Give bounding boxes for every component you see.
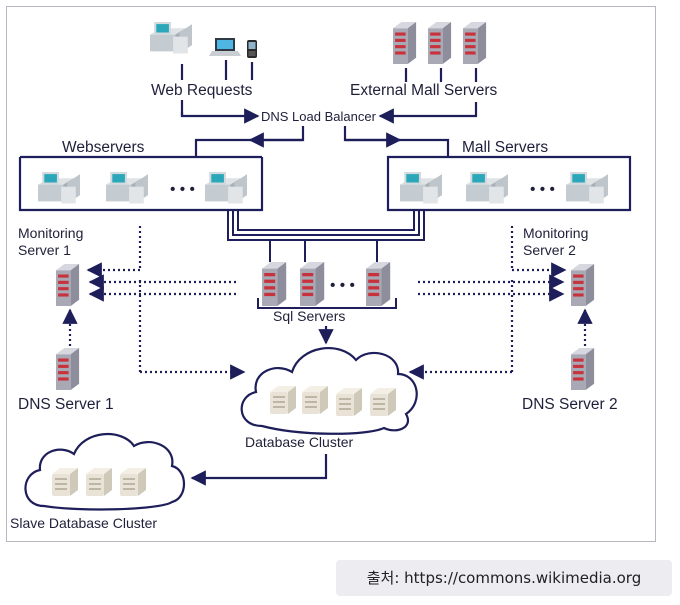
mall-server-pc-icon [400,172,442,204]
sql-trunk-lines [227,210,425,262]
server-rack-icon [393,22,417,64]
monitoring-server-1-label-line2: Server 1 [18,242,71,258]
top-connectors [180,60,478,156]
db-node-icon [270,386,296,414]
sql-servers-ellipsis: • • • [330,277,355,294]
slave-db-node-icon [52,468,78,496]
server-rack-icon [428,22,452,64]
monitoring-server-1-label-line1: Monitoring [18,225,83,241]
db-node-icon [302,386,328,414]
source-credit: 출처: https://commons.wikimedia.org [336,560,672,596]
mall-server-pc-icon [566,172,608,204]
sql-server-rack-icon [300,262,325,306]
slave-database-cluster-label: Slave Database Cluster [10,515,157,531]
server-rack-icon [463,22,487,64]
webserver-pc-icon [106,172,148,204]
dns-server-2-label: DNS Server 2 [522,396,618,413]
laptop-icon [209,38,241,56]
slave-db-node-icon [86,468,112,496]
db-to-slave-arrow [190,454,328,486]
slave-db-node-icon [120,468,146,496]
mall-server-pc-icon [466,172,508,204]
external-mall-servers-devices [393,22,487,64]
dns-server-1-rack-icon [56,348,80,390]
dns-server-1-label: DNS Server 1 [18,396,114,413]
db-node-icon [336,388,362,416]
db-node-icon [370,388,396,416]
web-requests-devices [150,22,257,58]
webservers-ellipsis: • • • [170,181,195,198]
webservers-label: Webservers [62,139,145,156]
monitoring-server-2-label-line2: Server 2 [523,242,576,258]
monitoring-dotted-lines [62,226,593,380]
dns-load-balancer-label: DNS Load Balancer [261,109,377,124]
desktop-pc-icon [150,22,192,54]
mall-servers-label: Mall Servers [462,139,548,156]
monitoring-server-2-rack-icon [571,264,595,306]
webservers-bracket [18,155,264,212]
mall-servers-ellipsis: • • • [530,181,555,198]
external-mall-servers-label: External Mall Servers [350,82,498,99]
monitoring-server-2-label-line1: Monitoring [523,225,588,241]
webserver-pc-icon [38,172,80,204]
webserver-pc-icon [205,172,247,204]
mall-servers-bracket [386,155,632,212]
dns-server-2-rack-icon [571,348,595,390]
sql-server-rack-icon [262,262,287,306]
phone-icon [247,40,257,58]
web-requests-label: Web Requests [151,82,253,99]
database-cluster-label: Database Cluster [245,434,354,450]
sql-servers-label: Sql Servers [273,308,345,324]
sql-server-rack-icon [366,262,391,306]
sql-servers-bracket [257,298,397,309]
monitoring-server-1-rack-icon [56,264,80,306]
